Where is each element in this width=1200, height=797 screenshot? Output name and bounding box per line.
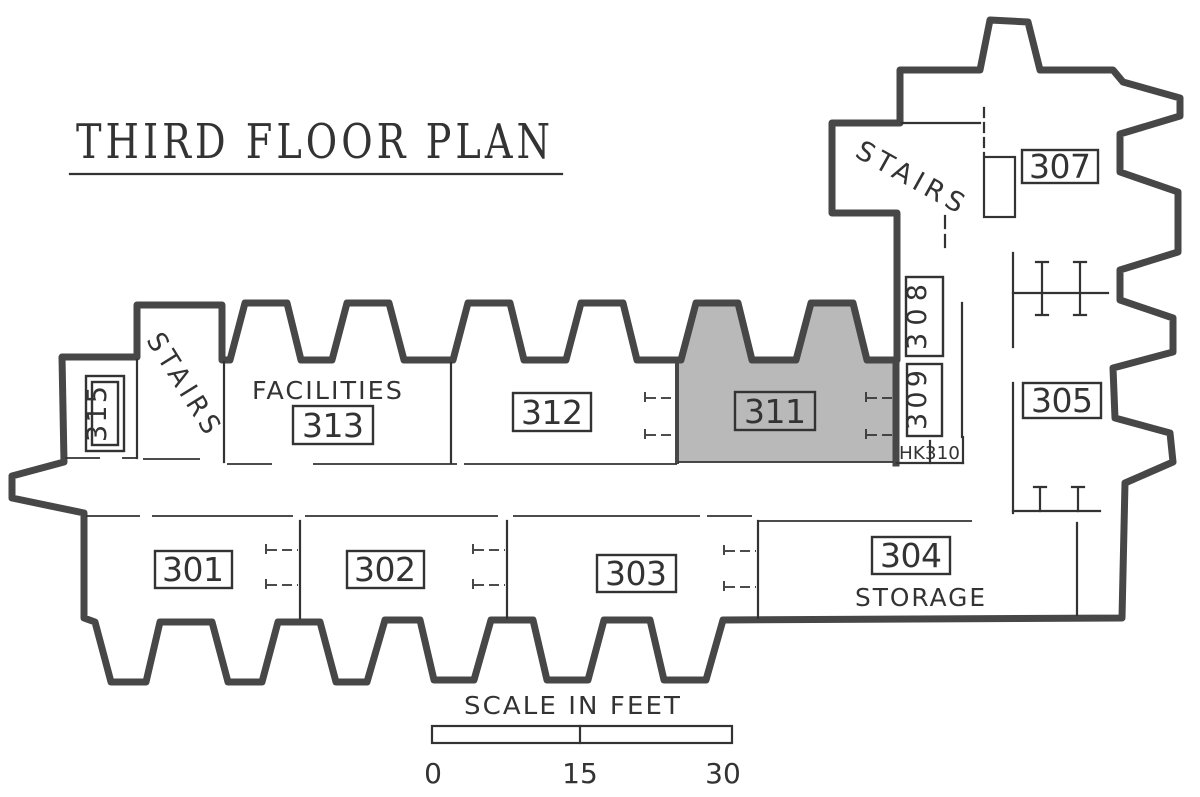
door-marker (723, 581, 756, 593)
interior-walls (65, 106, 1110, 620)
stairs-left-label: STAIRS (140, 327, 229, 443)
door-marker (472, 544, 505, 556)
room-311-highlight (678, 303, 894, 462)
window-ticks (1032, 260, 1088, 513)
room-315-box-inner (90, 380, 120, 447)
room-313-label: 313 (302, 406, 364, 445)
door-marker (723, 545, 756, 557)
room-313-box (291, 404, 375, 446)
room-305-box (1021, 381, 1103, 420)
room-307-box (1020, 148, 1100, 185)
door-markers (265, 392, 893, 593)
building-outline (8, 16, 1184, 686)
window-tick (1032, 485, 1048, 513)
room-304-label: 304 (880, 536, 942, 575)
room-309-box (905, 362, 944, 438)
room-315-label: 315 (82, 386, 113, 442)
room-305-label: 305 (1031, 381, 1093, 420)
scale-caption: SCALE IN FEET (464, 691, 682, 720)
door-marker (265, 579, 298, 591)
door-marker (644, 429, 675, 441)
room-308-label: 308 (902, 284, 933, 350)
room-302-box (345, 549, 426, 590)
door-marker (265, 544, 298, 556)
scale-tick-30: 30 (705, 757, 741, 790)
room-309-label: 309 (902, 370, 933, 430)
room-303-box (595, 553, 678, 594)
room-hk310-label: HK310 (899, 443, 960, 464)
storage-label: STORAGE (855, 583, 987, 612)
room-315-box-outer (84, 374, 126, 453)
room-307-label: 307 (1029, 147, 1091, 186)
door-marker (644, 392, 675, 404)
facilities-label: FACILITIES (252, 376, 404, 405)
room-312-label: 312 (521, 393, 583, 432)
text-labels: THIRD FLOOR PLAN STAIRS STAIRS FACILITIE… (68, 114, 1093, 612)
scale-tick-15: 15 (562, 757, 598, 790)
scale-bar-rect (430, 724, 734, 745)
door-marker (472, 579, 505, 591)
window-tick (1070, 485, 1086, 513)
page-title: THIRD FLOOR PLAN (76, 114, 554, 170)
outer-walls (8, 16, 1184, 686)
scale-tick-0: 0 (424, 757, 442, 790)
room-311-box (733, 390, 817, 432)
room-303-label: 303 (605, 554, 667, 593)
room-302-label: 302 (354, 550, 416, 589)
room-301-label: 301 (162, 550, 224, 589)
stairs-top-label: STAIRS (850, 135, 973, 222)
door-marker (865, 429, 893, 441)
door-marker (865, 392, 893, 404)
room-312-box (511, 391, 593, 433)
room-308-box (904, 275, 945, 358)
scale-bar: SCALE IN FEET 0 15 30 (424, 691, 741, 790)
window-tick (1072, 260, 1088, 317)
room-311-label: 311 (744, 392, 806, 431)
room-304-box (870, 535, 952, 576)
window-tick (1034, 260, 1050, 317)
room-label-boxes (84, 148, 1103, 594)
room-301-box (153, 549, 234, 590)
closet-307 (982, 155, 1017, 219)
